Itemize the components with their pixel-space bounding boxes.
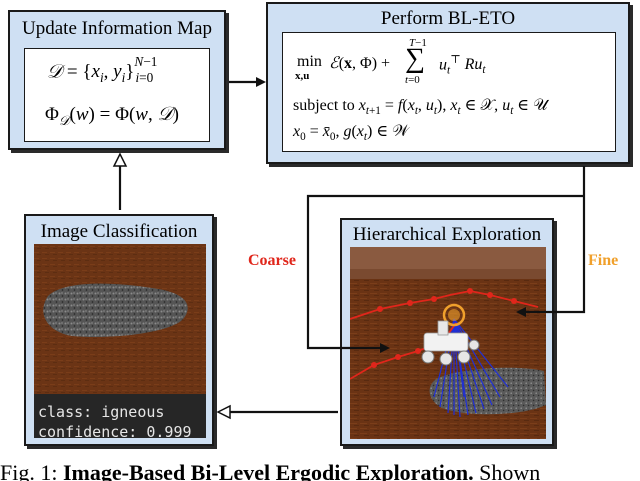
arrow-heads bbox=[256, 77, 526, 353]
figure-caption: Fig. 1: Image-Based Bi-Level Ergodic Exp… bbox=[0, 462, 640, 481]
constraints-line: subject to xt+1 = f(xt, ut), xt ∈ 𝒳, ut … bbox=[293, 97, 548, 118]
update-information-map-panel: Update Information Map 𝒟 = {xi, yi}N−1i=… bbox=[8, 10, 226, 150]
rover bbox=[421, 320, 480, 366]
exploration-scene bbox=[350, 247, 546, 439]
subject-to-text: subject to bbox=[293, 97, 355, 114]
confidence-readout: confidence: 0.999 bbox=[38, 423, 192, 441]
image-classification-title: Image Classification bbox=[40, 221, 198, 242]
information-map-equation: Φ𝒟(w) = Φ(w, 𝒟) bbox=[45, 104, 179, 128]
caption-bold-title: Image-Based Bi-Level Ergodic Exploration… bbox=[62, 462, 474, 481]
update-information-map-title: Update Information Map bbox=[22, 18, 212, 39]
objective-equation: min x,u ℰ(x, Φ) + T−1 ∑ t=0 ut⊤ Rut bbox=[295, 37, 486, 86]
hierarchical-exploration-panel: Hierarchical Exploration bbox=[340, 218, 554, 446]
coarse-label: Coarse bbox=[248, 252, 296, 269]
rock-image bbox=[34, 244, 206, 438]
caption-prefix: Fig. 1: bbox=[0, 462, 63, 481]
bl-eto-formulation: min x,u ℰ(x, Φ) + T−1 ∑ t=0 ut⊤ Rut subj… bbox=[282, 32, 616, 152]
dataset-equation: 𝒟 = {xi, yi}N−1i=0 bbox=[47, 54, 158, 86]
class-readout: class: igneous bbox=[38, 403, 165, 421]
image-classification-panel: Image Classification class: igneous conf… bbox=[24, 214, 214, 446]
perform-bl-eto-title: Perform BL-ETO bbox=[380, 8, 516, 29]
hollow-arrow-heads bbox=[112, 152, 231, 420]
initial-condition-line: x0 = x̄0, g(xt) ∈ 𝒲 bbox=[293, 123, 409, 144]
update-information-map-equations: 𝒟 = {xi, yi}N−1i=0 Φ𝒟(w) = Φ(w, 𝒟) bbox=[24, 48, 210, 142]
caption-rest: Shown bbox=[473, 462, 541, 481]
perform-bl-eto-panel: Perform BL-ETO min x,u ℰ(x, Φ) + T−1 ∑ t… bbox=[266, 2, 630, 164]
igneous-rock-shape bbox=[43, 283, 188, 338]
hierarchical-exploration-title: Hierarchical Exploration bbox=[352, 224, 542, 245]
fine-label: Fine bbox=[588, 252, 619, 269]
fine-target-marker bbox=[442, 303, 466, 327]
